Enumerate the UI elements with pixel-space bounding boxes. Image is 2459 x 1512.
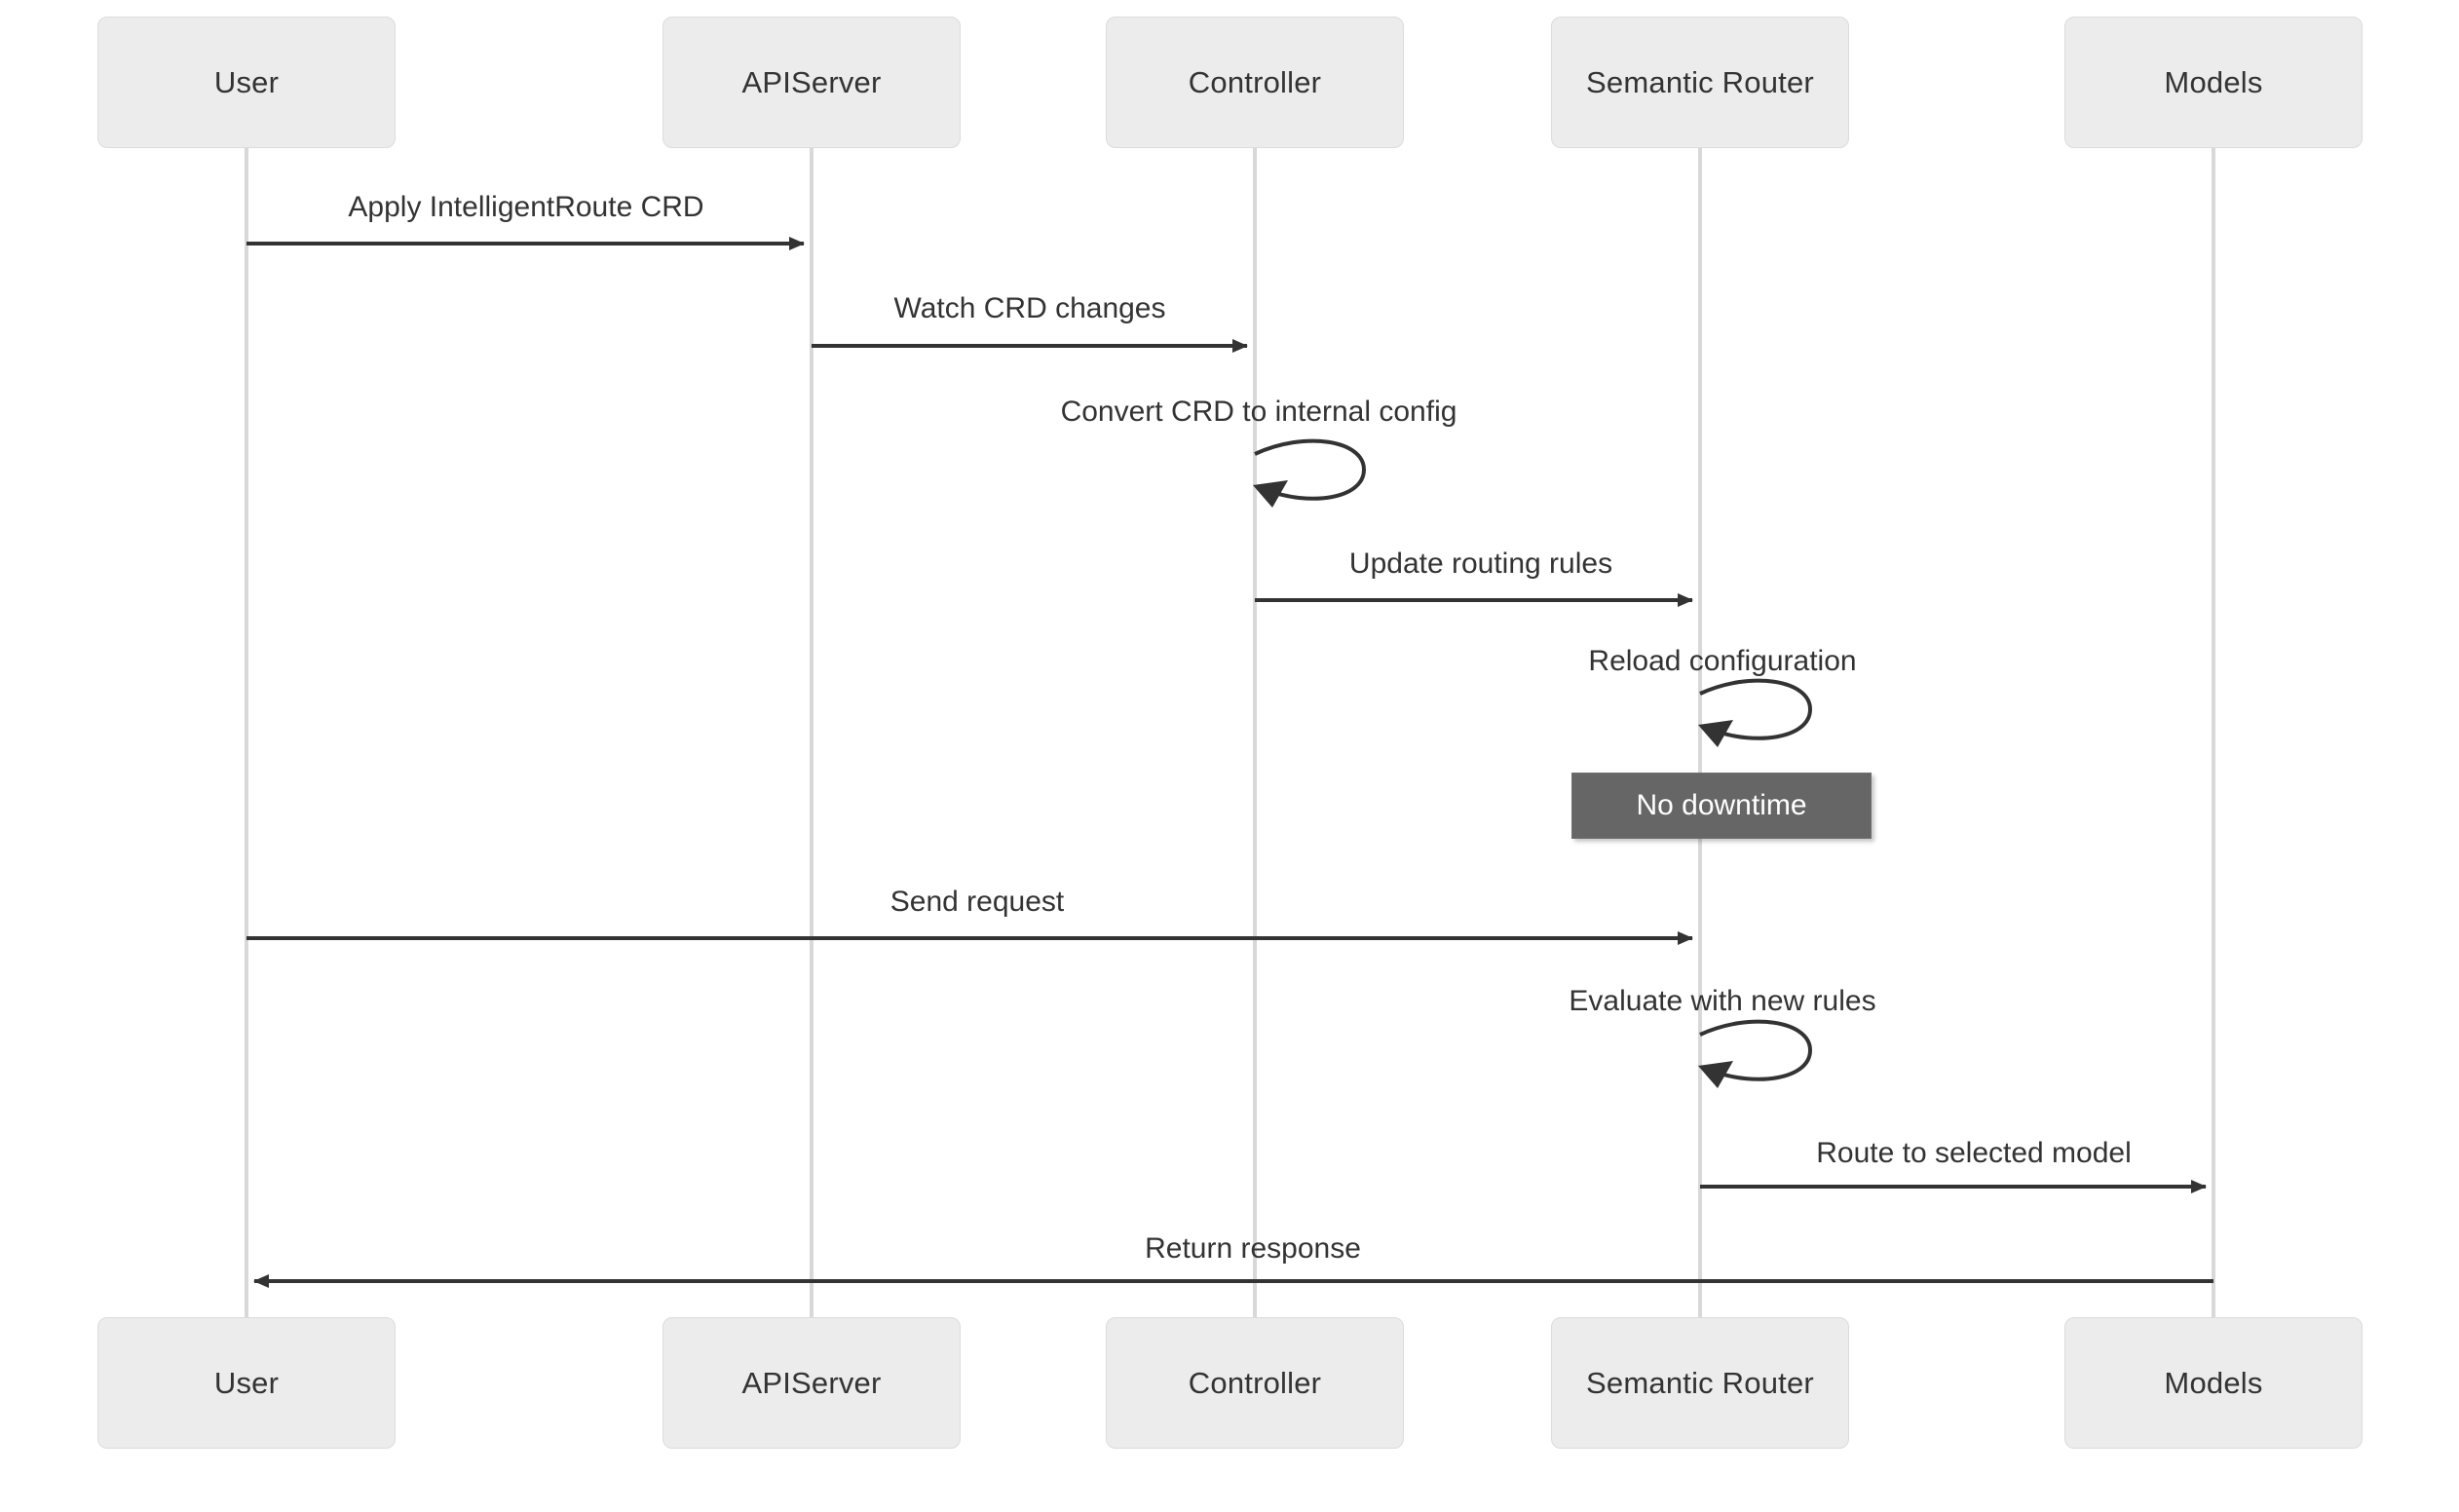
message-label-reload-configuration: Reload configuration <box>1588 645 1857 677</box>
actor-box-bottom-controller[interactable]: Controller <box>1106 1317 1404 1449</box>
message-label-convert-crd-to-internal-config: Convert CRD to internal config <box>1060 396 1457 428</box>
note-no-downtime[interactable]: No downtime <box>1571 773 1872 839</box>
message-label-send-request: Send request <box>889 886 1065 918</box>
actor-label-top-user: User <box>213 64 280 99</box>
actor-label-top-controller: Controller <box>1188 64 1322 99</box>
actor-box-top-semantic-router[interactable]: Semantic Router <box>1551 17 1849 148</box>
actor-box-top-controller[interactable]: Controller <box>1106 17 1404 148</box>
lifeline-group <box>245 148 2215 1317</box>
message-label-watch-crd-changes: Watch CRD changes <box>893 292 1166 324</box>
self-message-arrow-reload-configuration <box>1698 678 1813 747</box>
message-label-evaluate-with-new-rules: Evaluate with new rules <box>1569 985 1876 1017</box>
actor-box-top-user[interactable]: User <box>97 17 396 148</box>
actor-box-bottom-semantic-router[interactable]: Semantic Router <box>1551 1317 1849 1449</box>
actor-label-bottom-models: Models <box>2164 1365 2263 1400</box>
actor-label-top-semantic-router: Semantic Router <box>1586 64 1814 99</box>
self-message-arrow-evaluate-with-new-rules <box>1698 1019 1813 1088</box>
actor-label-bottom-controller: Controller <box>1188 1365 1322 1400</box>
self-message-arrow-convert-crd-to-internal-config <box>1253 438 1367 508</box>
actor-label-bottom-user: User <box>213 1365 280 1400</box>
actor-label-bottom-semantic-router: Semantic Router <box>1586 1365 1814 1400</box>
message-label-update-routing-rules: Update routing rules <box>1348 548 1613 580</box>
actor-label-bottom-apiserver: APIServer <box>741 1365 882 1400</box>
actor-label-top-models: Models <box>2164 64 2263 99</box>
actor-box-top-models[interactable]: Models <box>2064 17 2363 148</box>
actor-box-bottom-apiserver[interactable]: APIServer <box>662 1317 961 1449</box>
actor-box-bottom-models[interactable]: Models <box>2064 1317 2363 1449</box>
actor-box-bottom-user[interactable]: User <box>97 1317 396 1449</box>
note-label-no-downtime: No downtime <box>1636 789 1807 821</box>
message-label-route-to-selected-model: Route to selected model <box>1816 1137 2132 1169</box>
actor-label-top-apiserver: APIServer <box>741 64 882 99</box>
actor-box-top-apiserver[interactable]: APIServer <box>662 17 961 148</box>
message-label-apply-intelligentroute-crd: Apply IntelligentRoute CRD <box>348 191 704 223</box>
message-label-return-response: Return response <box>1145 1232 1361 1265</box>
